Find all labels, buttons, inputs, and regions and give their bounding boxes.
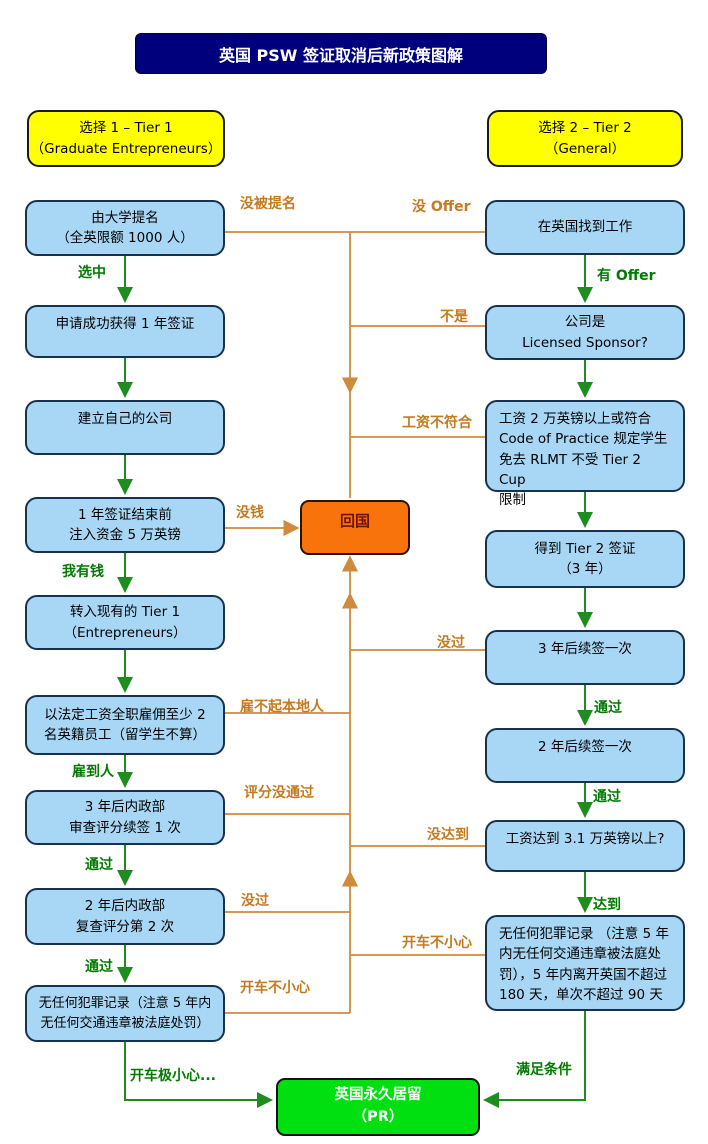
have-money-label: 我有钱 xyxy=(62,564,104,580)
node-return-home: 回国 xyxy=(300,500,410,555)
pass-right1-label: 通过 xyxy=(594,700,622,716)
not-reached-label: 没达到 xyxy=(427,827,469,843)
have-offer-label: 有 Offer xyxy=(597,268,656,284)
pass-right2-label: 通过 xyxy=(593,789,621,805)
node-establish-company: 建立自己的公司 xyxy=(25,400,225,455)
node-get-tier2-visa: 得到 Tier 2 签证 （3 年） xyxy=(485,530,685,588)
node-employ-two-uk-staff: 以法定工资全职雇佣至少 2 名英籍员工（留学生不算） xyxy=(25,695,225,755)
salary-not-match-label: 工资不符合 xyxy=(402,415,472,431)
no-offer-label: 没 Offer xyxy=(412,199,471,215)
meet-conditions-label: 满足条件 xyxy=(516,1062,572,1078)
pass-left2-label: 通过 xyxy=(85,959,113,975)
no-money-label: 没钱 xyxy=(236,505,264,521)
node-home-office-review-2: 2 年后内政部 复查评分第 2 次 xyxy=(25,888,225,945)
not-nominated-label: 没被提名 xyxy=(240,196,296,212)
selected-label: 选中 xyxy=(78,265,106,281)
header-tier2: 选择 2 – Tier 2 （General） xyxy=(487,110,683,167)
cannot-hire-locals-label: 雇不起本地人 xyxy=(240,699,324,715)
node-salary-code-of-practice: 工资 2 万英镑以上或符合 Code of Practice 规定学生 免去 R… xyxy=(485,400,685,508)
reached-label: 达到 xyxy=(593,897,621,913)
not-sponsor-label: 不是 xyxy=(440,309,468,325)
header-tier1: 选择 1 – Tier 1 （Graduate Entrepreneurs） xyxy=(27,110,225,167)
node-find-job-uk: 在英国找到工作 xyxy=(485,200,685,255)
hired-label: 雇到人 xyxy=(72,764,114,780)
node-university-nomination: 由大学提名 （全英限额 1000 人） xyxy=(25,200,225,256)
pass-left1-label: 通过 xyxy=(85,857,113,873)
node-renew-after-2-years: 2 年后续签一次 xyxy=(485,728,685,783)
node-inject-capital: 1 年签证结束前 注入资金 5 万英镑 xyxy=(25,497,225,553)
careless-driving-left-label: 开车不小心 xyxy=(240,980,310,996)
fail-left-label: 没过 xyxy=(241,893,269,909)
node-no-criminal-record-tier1: 无任何犯罪记录（注意 5 年内 无任何交通违章被法庭处罚） xyxy=(25,985,225,1042)
fail-right-label: 没过 xyxy=(437,635,465,651)
drive-very-carefully-label: 开车极小心... xyxy=(130,1068,216,1084)
node-uk-permanent-residence: 英国永久居留 （PR） xyxy=(276,1078,480,1136)
node-salary-31k: 工资达到 3.1 万英镑以上? xyxy=(485,820,685,872)
score-fail-label: 评分没通过 xyxy=(244,785,314,801)
node-licensed-sponsor: 公司是 Licensed Sponsor? xyxy=(485,305,685,360)
careless-driving-right-label: 开车不小心 xyxy=(402,935,472,951)
title-banner: 英国 PSW 签证取消后新政策图解 xyxy=(135,33,547,74)
node-transfer-tier1: 转入现有的 Tier 1 （Entrepreneurs） xyxy=(25,595,225,650)
node-renew-after-3-years: 3 年后续签一次 xyxy=(485,630,685,685)
node-no-criminal-record-tier2: 无任何犯罪记录 （注意 5 年 内无任何交通违章被法庭处 罚），5 年内离开英国… xyxy=(485,915,685,1011)
node-home-office-review-1: 3 年后内政部 审查评分续签 1 次 xyxy=(25,790,225,845)
node-one-year-visa: 申请成功获得 1 年签证 xyxy=(25,305,225,358)
